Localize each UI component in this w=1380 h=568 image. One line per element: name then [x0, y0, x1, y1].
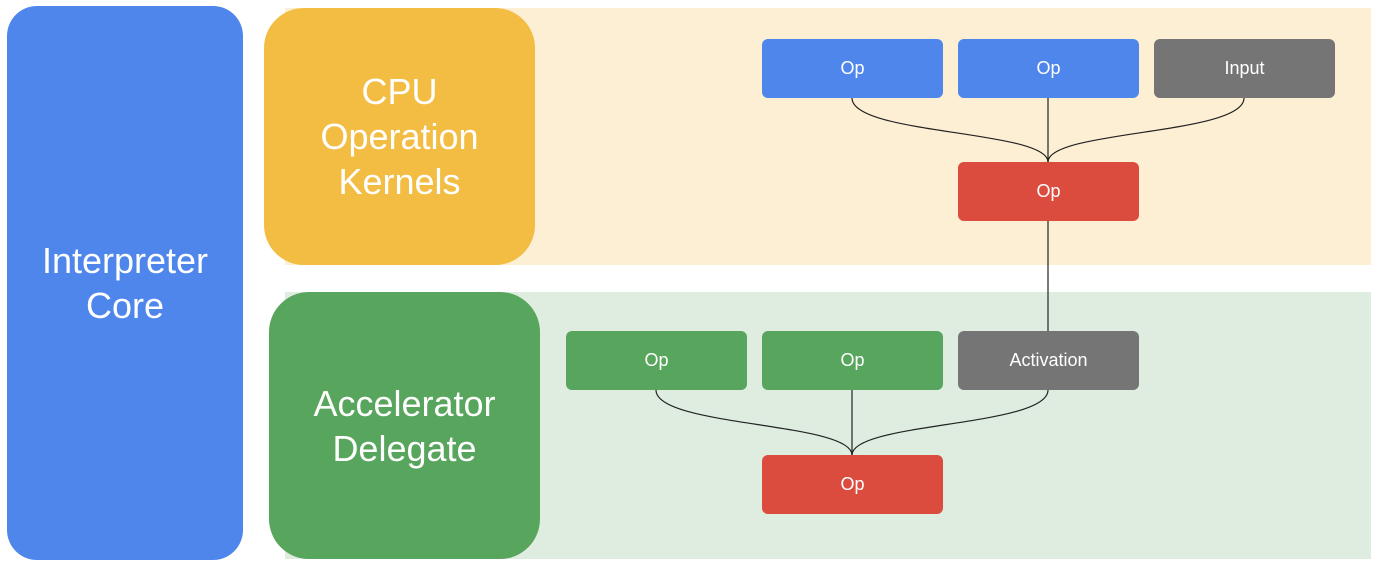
- cpu-op-node-2-label: Op: [1036, 58, 1061, 78]
- cpu-output-op-node: Op: [958, 162, 1139, 221]
- accel-op-node-2-label: Op: [840, 350, 865, 370]
- interpreter-core-block: Interpreter Core: [7, 6, 243, 560]
- interpreter-core-label: Interpreter Core: [41, 240, 209, 326]
- input-node: Input: [1154, 39, 1335, 98]
- cpu-operation-kernels-block: CPU Operation Kernels: [264, 8, 535, 265]
- accel-op-node-1: Op: [566, 331, 747, 390]
- cpu-op-node-2: Op: [958, 39, 1139, 98]
- activation-node: Activation: [958, 331, 1139, 390]
- accel-op-node-2: Op: [762, 331, 943, 390]
- activation-node-label: Activation: [1009, 350, 1088, 370]
- accel-output-op-node: Op: [762, 455, 943, 514]
- accel-op-node-1-label: Op: [644, 350, 669, 370]
- cpu-output-op-node-label: Op: [1036, 181, 1061, 201]
- cpu-operation-kernels-label: CPU Operation Kernels: [320, 71, 479, 202]
- accelerator-delegate-block: Accelerator Delegate: [269, 292, 540, 559]
- cpu-op-node-1-label: Op: [840, 58, 865, 78]
- input-node-label: Input: [1224, 58, 1265, 78]
- accel-output-op-node-label: Op: [840, 474, 865, 494]
- accelerator-delegate-label: Accelerator Delegate: [313, 382, 496, 469]
- cpu-op-node-1: Op: [762, 39, 943, 98]
